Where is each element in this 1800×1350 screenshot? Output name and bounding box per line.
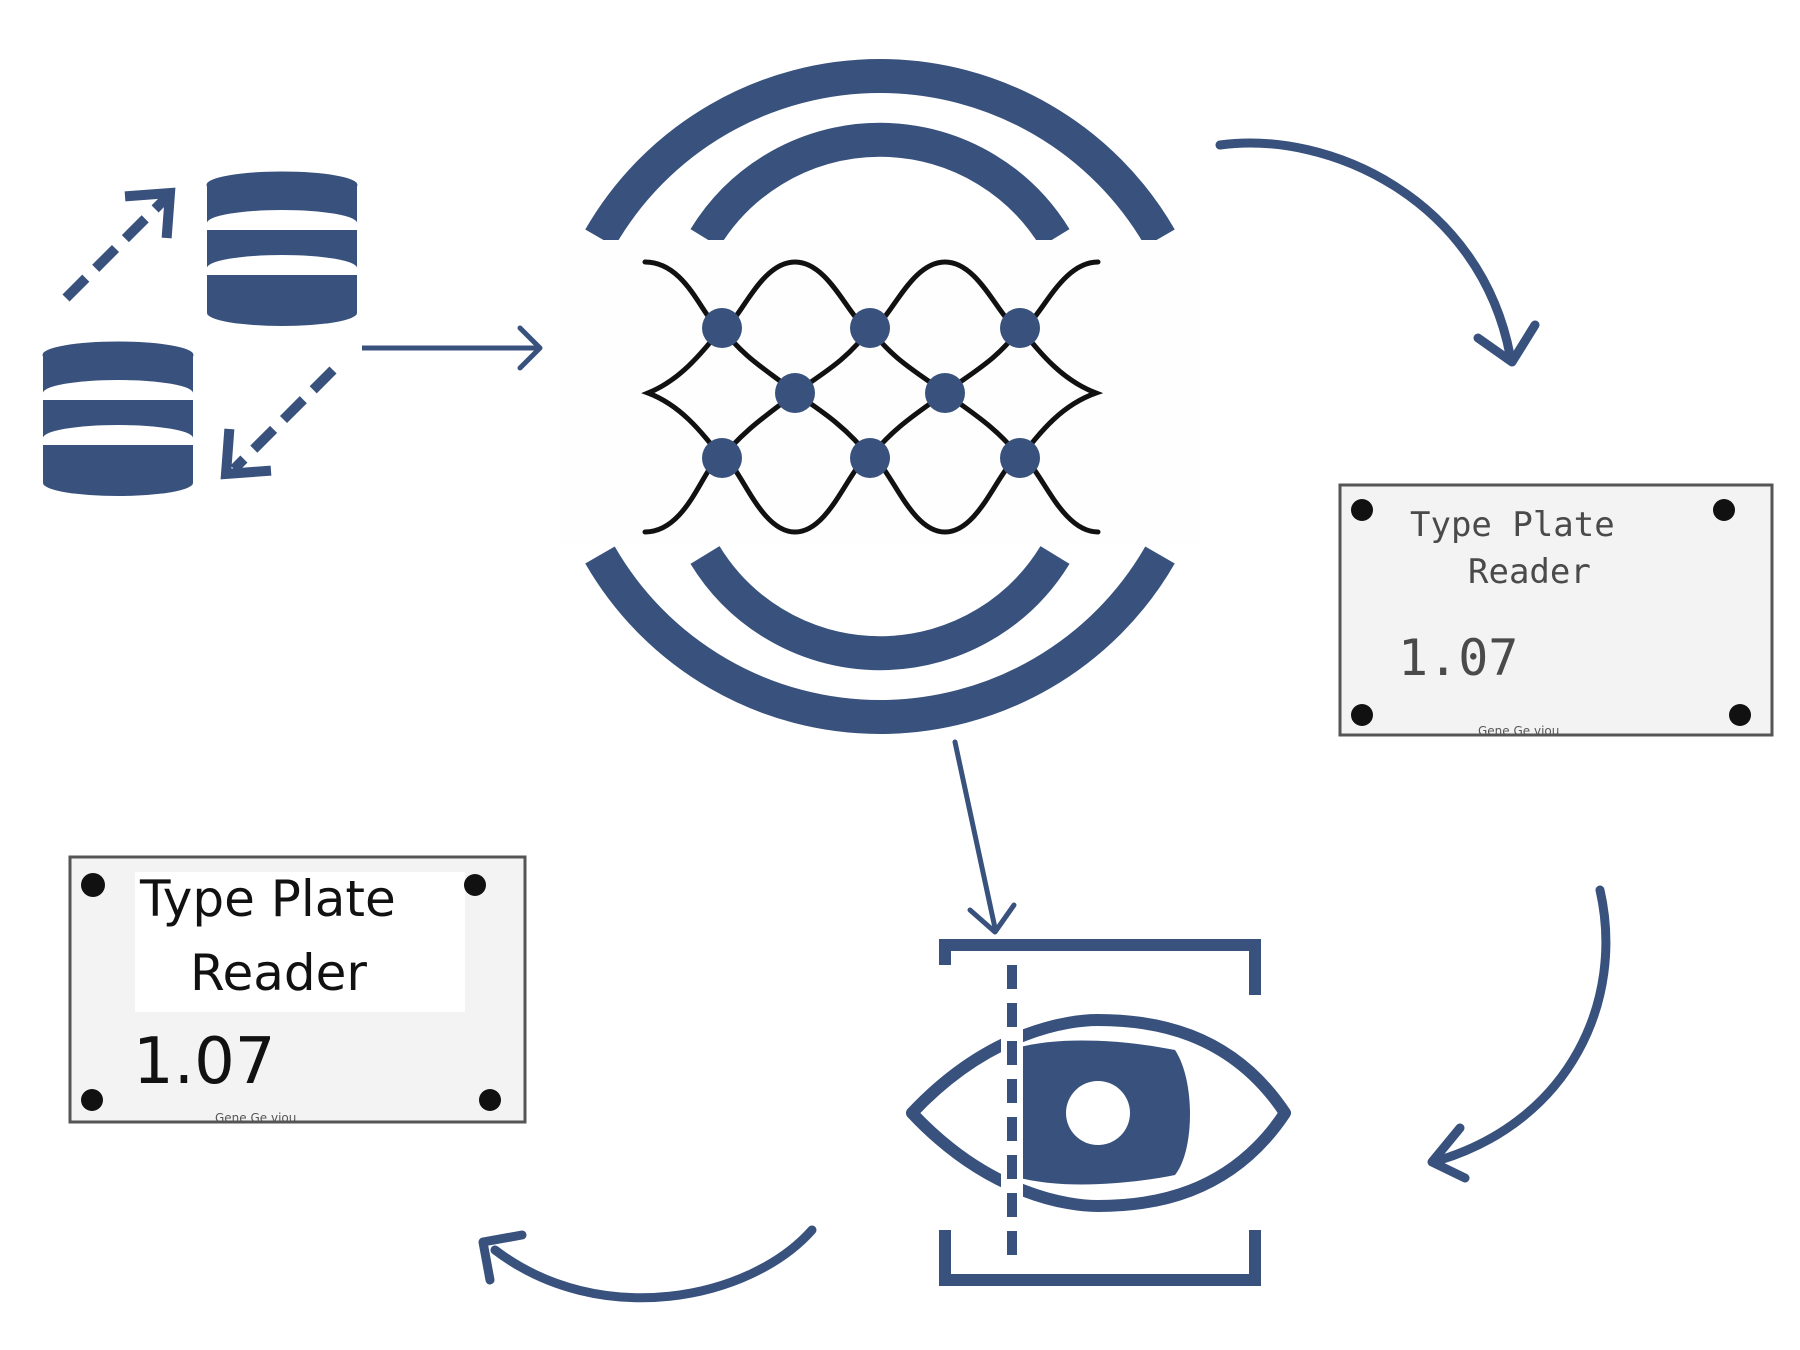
plate-hole bbox=[479, 1089, 501, 1111]
plate-hole bbox=[1351, 499, 1373, 521]
database-stack-icon bbox=[42, 171, 358, 496]
arrow-model-to-scan bbox=[952, 739, 1017, 935]
network-node bbox=[702, 438, 742, 478]
arrow-raw-plate-to-scan bbox=[1427, 885, 1611, 1183]
plate-hole bbox=[464, 874, 486, 896]
arrow-scan-to-clean-plate bbox=[478, 1225, 817, 1303]
network-node bbox=[775, 373, 815, 413]
database-cylinder-top bbox=[206, 171, 358, 326]
eye-scan-icon bbox=[906, 939, 1291, 1286]
network-node bbox=[850, 308, 890, 348]
database-cylinder-bottom bbox=[42, 341, 194, 496]
scan-bracket-top bbox=[939, 939, 1261, 995]
model-outer-arc-top bbox=[585, 59, 1175, 247]
eye-pupil bbox=[1066, 1081, 1130, 1145]
raw-plate-line1: Type Plate bbox=[1410, 505, 1615, 545]
network-brace-left bbox=[641, 325, 725, 461]
network-node bbox=[850, 438, 890, 478]
plate-hole bbox=[1729, 704, 1751, 726]
clean-plate-version: 1.07 bbox=[133, 1025, 276, 1099]
clean-plate-line1: Type Plate bbox=[139, 870, 396, 928]
raw-plate-version: 1.07 bbox=[1398, 629, 1518, 687]
clean-plate-line2: Reader bbox=[190, 944, 367, 1002]
sync-arrow-up-icon bbox=[62, 187, 176, 302]
network-brace-right bbox=[1017, 325, 1104, 461]
plate-hole bbox=[81, 1089, 103, 1111]
clean-plate-footer: Gene Ge.viou bbox=[215, 1111, 296, 1125]
network-node bbox=[1000, 438, 1040, 478]
clean-type-plate: Type Plate Reader 1.07 Gene Ge.viou bbox=[68, 855, 527, 1125]
model-inner-arc-bottom bbox=[690, 546, 1070, 671]
network-node bbox=[925, 373, 965, 413]
model-outer-arc-bottom bbox=[585, 546, 1175, 734]
network-node bbox=[1000, 308, 1040, 348]
network-node bbox=[702, 308, 742, 348]
scan-bracket-bottom bbox=[939, 1230, 1261, 1286]
raw-type-plate: Type Plate Reader 1.07 Gene Ge.viou bbox=[1338, 483, 1774, 738]
arrow-db-to-model bbox=[362, 325, 543, 371]
raw-plate-footer: Gene Ge.viou bbox=[1478, 724, 1559, 738]
arrow-model-to-raw-plate bbox=[1215, 138, 1540, 367]
plate-hole bbox=[1351, 704, 1373, 726]
neural-network-icon bbox=[560, 59, 1200, 734]
plate-hole bbox=[81, 873, 105, 897]
raw-plate-line2: Reader bbox=[1468, 552, 1591, 592]
model-inner-arc-top bbox=[690, 122, 1070, 247]
plate-hole bbox=[1713, 499, 1735, 521]
sync-arrow-down-icon bbox=[220, 366, 337, 480]
